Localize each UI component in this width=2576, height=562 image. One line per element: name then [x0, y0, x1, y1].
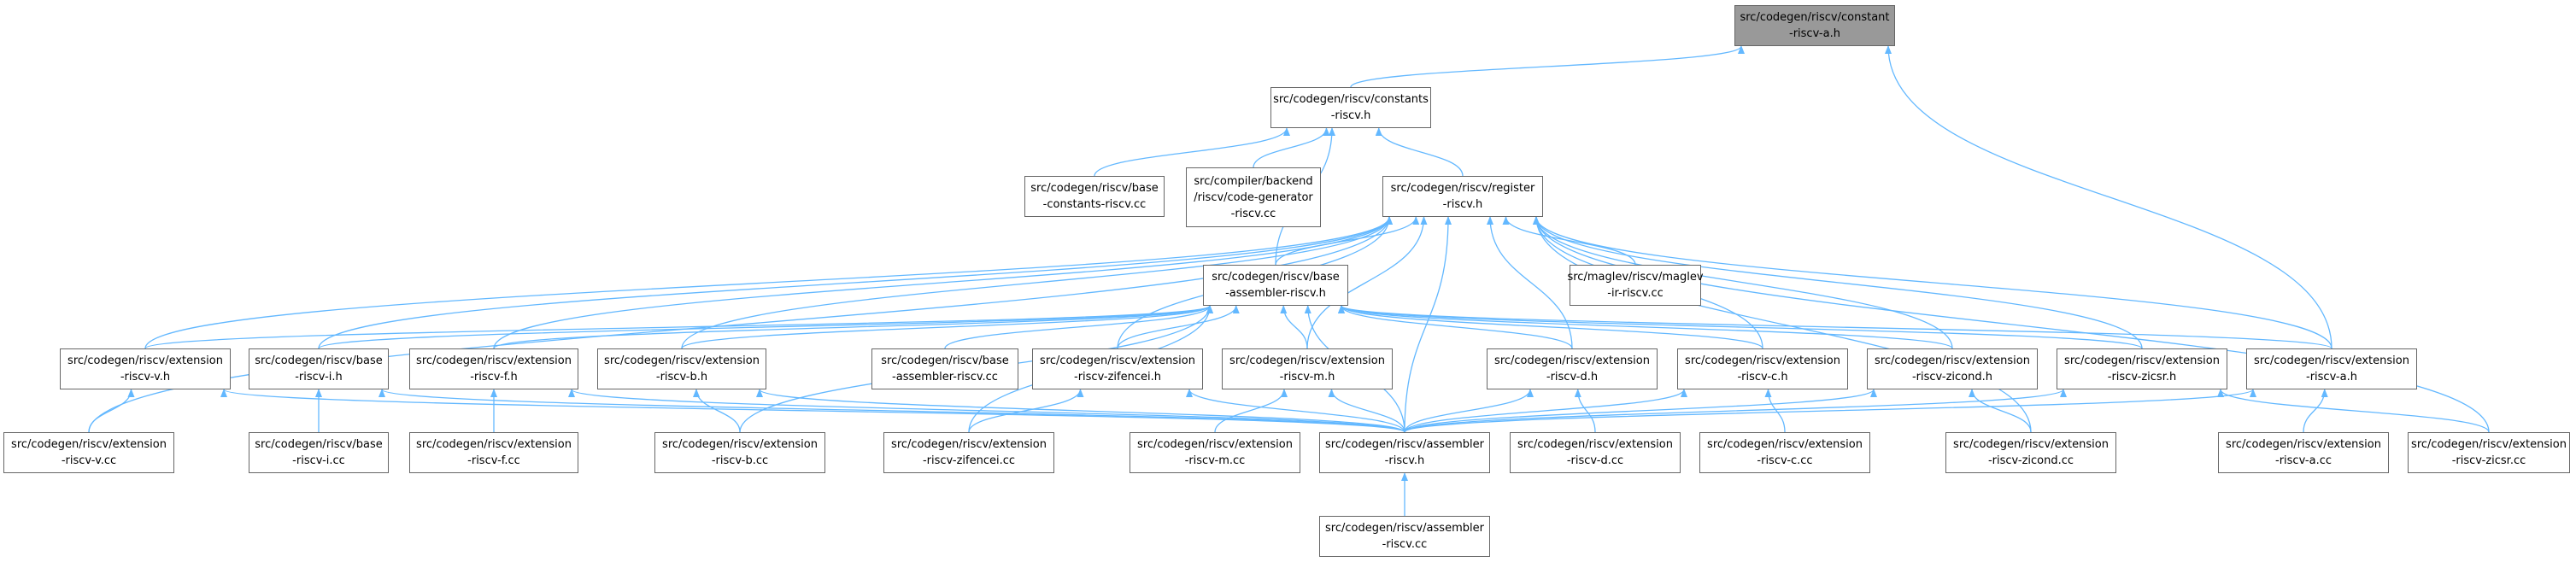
edge-base_assembler_cc-to-base_assembler_h	[944, 305, 1213, 349]
edge-assembler_h-to-ext_c_h	[1404, 389, 1687, 433]
edge-constants_h-to-constant_a_h	[1350, 45, 1745, 88]
edge-ext_a_cc-to-ext_a_h	[2303, 389, 2328, 433]
edge-assembler_h-to-ext_b_h	[756, 389, 1405, 433]
edge-code_generator_cc-to-constants_h	[1253, 127, 1330, 168]
node-extension-riscv-v-h[interactable]: src/codegen/riscv/extension -riscv-v.h	[60, 348, 231, 389]
edge-ext_zifencei_h-to-base_assembler_h	[1117, 305, 1240, 349]
edge-ext_zicsr_cc-to-ext_zicsr_h	[2217, 389, 2490, 433]
edge-ext_v_cc-to-ext_v_h	[88, 389, 135, 433]
edge-base_assembler_h-to-register_h	[1275, 216, 1420, 266]
node-constant-riscv-a-h[interactable]: src/codegen/riscv/constant -riscv-a.h	[1734, 5, 1895, 46]
node-extension-riscv-zifencei-h[interactable]: src/codegen/riscv/extension -riscv-zifen…	[1032, 348, 1203, 389]
edge-base_i_h-to-register_h	[318, 216, 1393, 349]
node-assembler-riscv-cc[interactable]: src/codegen/riscv/assembler -riscv.cc	[1319, 516, 1490, 557]
edge-ext_c_h-to-base_assembler_h	[1338, 305, 1763, 349]
node-extension-riscv-c-h[interactable]: src/codegen/riscv/extension -riscv-c.h	[1677, 348, 1848, 389]
edge-ext_d_h-to-register_h	[1487, 216, 1573, 349]
edge-ext_zicond_cc-to-ext_zicond_h	[1969, 389, 2032, 433]
edge-layer	[88, 45, 2490, 517]
node-extension-riscv-zicond-h[interactable]: src/codegen/riscv/extension -riscv-zicon…	[1867, 348, 2038, 389]
edge-register_h-to-constants_h	[1375, 127, 1464, 177]
edge-ext_zicsr_h-to-base_assembler_h	[1338, 305, 2143, 349]
edge-assembler_h-to-ext_zicsr_h	[1404, 389, 2067, 433]
edge-ext_v_h-to-register_h	[144, 216, 1393, 349]
edge-ext_zicond_cc-to-register_h	[1533, 216, 2032, 433]
edge-assembler_h-to-base_i_h	[378, 389, 1405, 433]
edge-ext_v_cc-to-register_h	[88, 216, 1393, 433]
node-extension-riscv-d-h[interactable]: src/codegen/riscv/extension -riscv-d.h	[1487, 348, 1658, 389]
edge-assembler_h-to-ext_m_h	[1328, 389, 1405, 433]
edge-assembler_h-to-ext_zifencei_h	[1186, 389, 1405, 433]
edge-ext_d_h-to-base_assembler_h	[1338, 305, 1573, 349]
node-base-constants-riscv-cc[interactable]: src/codegen/riscv/base -constants-riscv.…	[1024, 176, 1165, 217]
edge-ext_m_h-to-register_h	[1306, 216, 1428, 349]
node-extension-riscv-a-h[interactable]: src/codegen/riscv/extension -riscv-a.h	[2246, 348, 2417, 389]
node-base-riscv-i-cc[interactable]: src/codegen/riscv/base -riscv-i.cc	[249, 432, 389, 473]
node-extension-riscv-zicond-cc[interactable]: src/codegen/riscv/extension -riscv-zicon…	[1945, 432, 2116, 473]
edge-ext_m_h-to-base_assembler_h	[1280, 305, 1308, 349]
edge-ext_zicond_h-to-base_assembler_h	[1338, 305, 1953, 349]
node-extension-riscv-d-cc[interactable]: src/codegen/riscv/extension -riscv-d.cc	[1510, 432, 1681, 473]
edge-ext_f_h-to-register_h	[493, 216, 1393, 349]
edge-ext_b_cc-to-ext_b_h	[693, 389, 741, 433]
node-maglev-ir-riscv-cc[interactable]: src/maglev/riscv/maglev -ir-riscv.cc	[1567, 265, 1704, 306]
node-extension-riscv-v-cc[interactable]: src/codegen/riscv/extension -riscv-v.cc	[3, 432, 174, 473]
node-extension-riscv-zicsr-cc[interactable]: src/codegen/riscv/extension -riscv-zicsr…	[2408, 432, 2570, 473]
node-extension-riscv-zicsr-h[interactable]: src/codegen/riscv/extension -riscv-zicsr…	[2057, 348, 2227, 389]
node-extension-riscv-f-cc[interactable]: src/codegen/riscv/extension -riscv-f.cc	[409, 432, 578, 473]
edge-assembler_h-to-ext_a_h	[1404, 389, 2256, 433]
node-constants-riscv-h[interactable]: src/codegen/riscv/constants -riscv.h	[1270, 87, 1431, 128]
edge-assembler_h-to-ext_zicond_h	[1404, 389, 1877, 433]
edge-ext_v_h-to-base_assembler_h	[144, 305, 1213, 349]
edge-ext_a_h-to-base_assembler_h	[1338, 305, 2332, 349]
node-extension-riscv-b-h[interactable]: src/codegen/riscv/extension -riscv-b.h	[597, 348, 766, 389]
node-register-riscv-h[interactable]: src/codegen/riscv/register -riscv.h	[1382, 176, 1543, 217]
edge-base_constants_cc-to-constants_h	[1094, 127, 1290, 177]
edge-ext_zicsr_cc-to-register_h	[1533, 216, 2490, 433]
edge-ext_a_h-to-register_h	[1533, 216, 2332, 349]
edge-ext_zicond_h-to-register_h	[1533, 216, 1953, 349]
node-extension-riscv-b-cc[interactable]: src/codegen/riscv/extension -riscv-b.cc	[654, 432, 825, 473]
node-extension-riscv-m-cc[interactable]: src/codegen/riscv/extension -riscv-m.cc	[1130, 432, 1300, 473]
edge-ext_m_cc-to-ext_m_h	[1214, 389, 1288, 433]
node-assembler-riscv-h[interactable]: src/codegen/riscv/assembler -riscv.h	[1319, 432, 1490, 473]
edge-ext_b_h-to-base_assembler_h	[681, 305, 1213, 349]
node-extension-riscv-c-cc[interactable]: src/codegen/riscv/extension -riscv-c.cc	[1699, 432, 1870, 473]
node-extension-riscv-m-h[interactable]: src/codegen/riscv/extension -riscv-m.h	[1222, 348, 1393, 389]
edge-ext_d_cc-to-ext_d_h	[1574, 389, 1596, 433]
node-base-assembler-riscv-h[interactable]: src/codegen/riscv/base -assembler-riscv.…	[1203, 265, 1348, 306]
node-base-riscv-i-h[interactable]: src/codegen/riscv/base -riscv-i.h	[249, 348, 389, 389]
node-base-assembler-riscv-cc[interactable]: src/codegen/riscv/base -assembler-riscv.…	[871, 348, 1018, 389]
node-extension-riscv-zifencei-cc[interactable]: src/codegen/riscv/extension -riscv-zifen…	[883, 432, 1054, 473]
edge-assembler_h-to-ext_v_h	[220, 389, 1405, 433]
edge-ext_c_cc-to-ext_c_h	[1764, 389, 1786, 433]
edge-ext_zifencei_cc-to-ext_zifencei_h	[968, 389, 1084, 433]
node-extension-riscv-f-h[interactable]: src/codegen/riscv/extension -riscv-f.h	[409, 348, 578, 389]
edge-assembler_h-to-ext_f_h	[568, 389, 1405, 433]
edge-ext_f_h-to-base_assembler_h	[493, 305, 1213, 349]
node-code-generator-riscv-cc[interactable]: src/compiler/backend /riscv/code-generat…	[1186, 167, 1321, 227]
edge-maglev_cc-to-register_h	[1502, 216, 1636, 266]
node-extension-riscv-a-cc[interactable]: src/codegen/riscv/extension -riscv-a.cc	[2218, 432, 2389, 473]
edge-ext_a_h-to-constant_a_h	[1885, 45, 2332, 349]
edge-ext_b_h-to-register_h	[681, 216, 1393, 349]
edge-ext_zicsr_h-to-register_h	[1533, 216, 2143, 349]
edge-assembler_h-to-ext_d_h	[1404, 389, 1534, 433]
edge-base_i_h-to-base_assembler_h	[318, 305, 1213, 349]
